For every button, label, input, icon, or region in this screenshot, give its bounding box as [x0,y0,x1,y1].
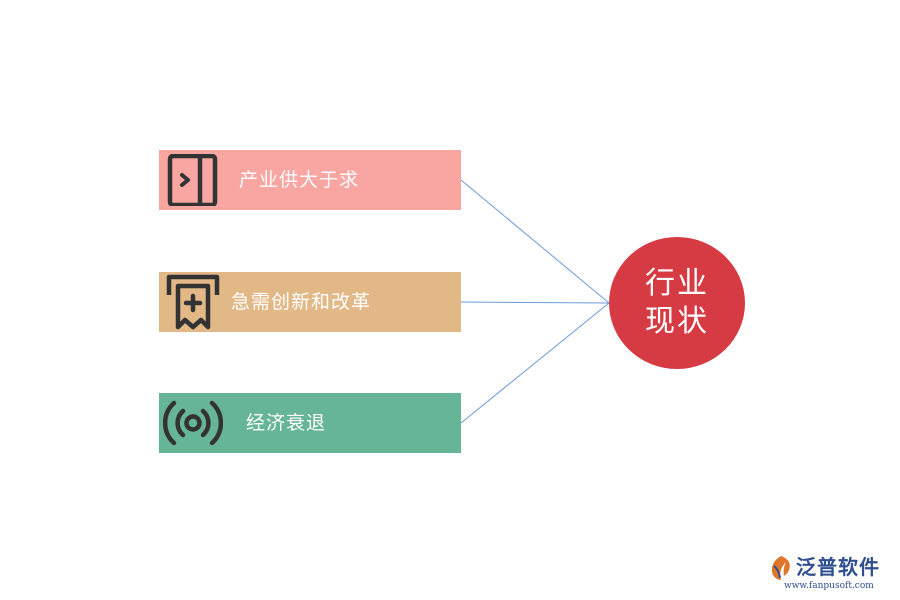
brand-url: www.fanpusoft.com [784,581,874,591]
item-box-3: 经济衰退 [159,393,461,453]
item-label-3: 经济衰退 [246,412,327,434]
connector-line-3 [460,302,610,424]
item-box-2: 急需创新和改革 [159,272,461,332]
item-label-2: 急需创新和改革 [231,291,372,313]
panel-arrow-icon [161,150,225,210]
broadcast-icon [161,393,225,453]
brand-leaf-icon [771,556,790,580]
brand-name: 泛普软件 [796,555,880,579]
hub-title-line1: 行业 [645,266,709,301]
item-box-1: 产业供大于求 [159,150,461,210]
item-label-1: 产业供大于求 [239,169,360,191]
connector-line-1 [460,179,610,304]
receipt-plus-icon [161,272,225,332]
connector-line-2 [460,301,610,304]
brand-logo: 泛普软件 www.fanpusoft.com [768,552,896,596]
hub-title-line2: 现状 [645,304,709,339]
hub-circle: 行业 现状 [609,237,745,369]
